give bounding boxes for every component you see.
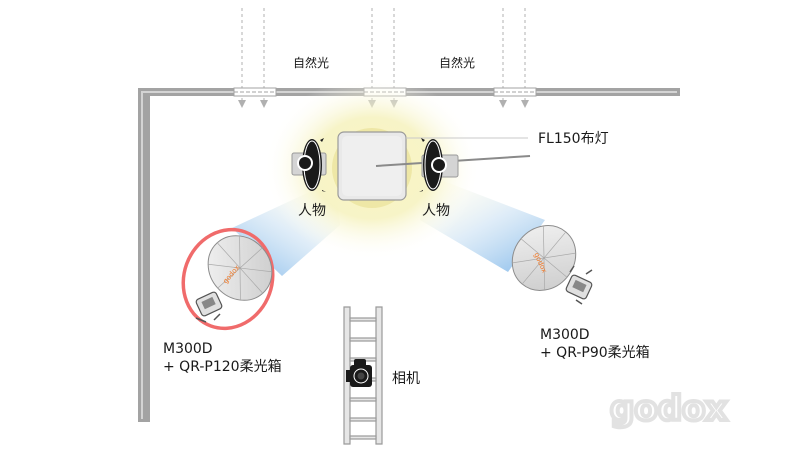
camera-ladder — [343, 306, 383, 445]
right-light-model: M300D — [540, 327, 590, 343]
left-light-caption: M300D + QR-P120柔光箱 — [163, 340, 282, 376]
right-light-modifier: + QR-P90柔光箱 — [540, 345, 650, 361]
left-light-model: M300D — [163, 341, 213, 357]
godox-logo: godox — [608, 387, 729, 431]
camera-icon — [346, 359, 372, 387]
person-right-figure — [419, 138, 459, 192]
left-softbox: godox — [181, 227, 275, 331]
fl150-light — [337, 131, 407, 201]
person-right-label: 人物 — [422, 203, 450, 219]
daylight-left-label: 自然光 — [293, 56, 330, 70]
fl150-label: FL150布灯 — [538, 131, 609, 147]
daylight-right-label: 自然光 — [439, 56, 476, 70]
person-left-label: 人物 — [298, 203, 326, 219]
left-light-modifier: + QR-P120柔光箱 — [163, 359, 282, 375]
camera-label: 相机 — [392, 371, 420, 387]
right-light-caption: M300D + QR-P90柔光箱 — [540, 326, 650, 362]
right-softbox: godox — [511, 225, 593, 305]
svg-text:godox: godox — [610, 389, 727, 429]
person-left-figure — [291, 138, 327, 192]
